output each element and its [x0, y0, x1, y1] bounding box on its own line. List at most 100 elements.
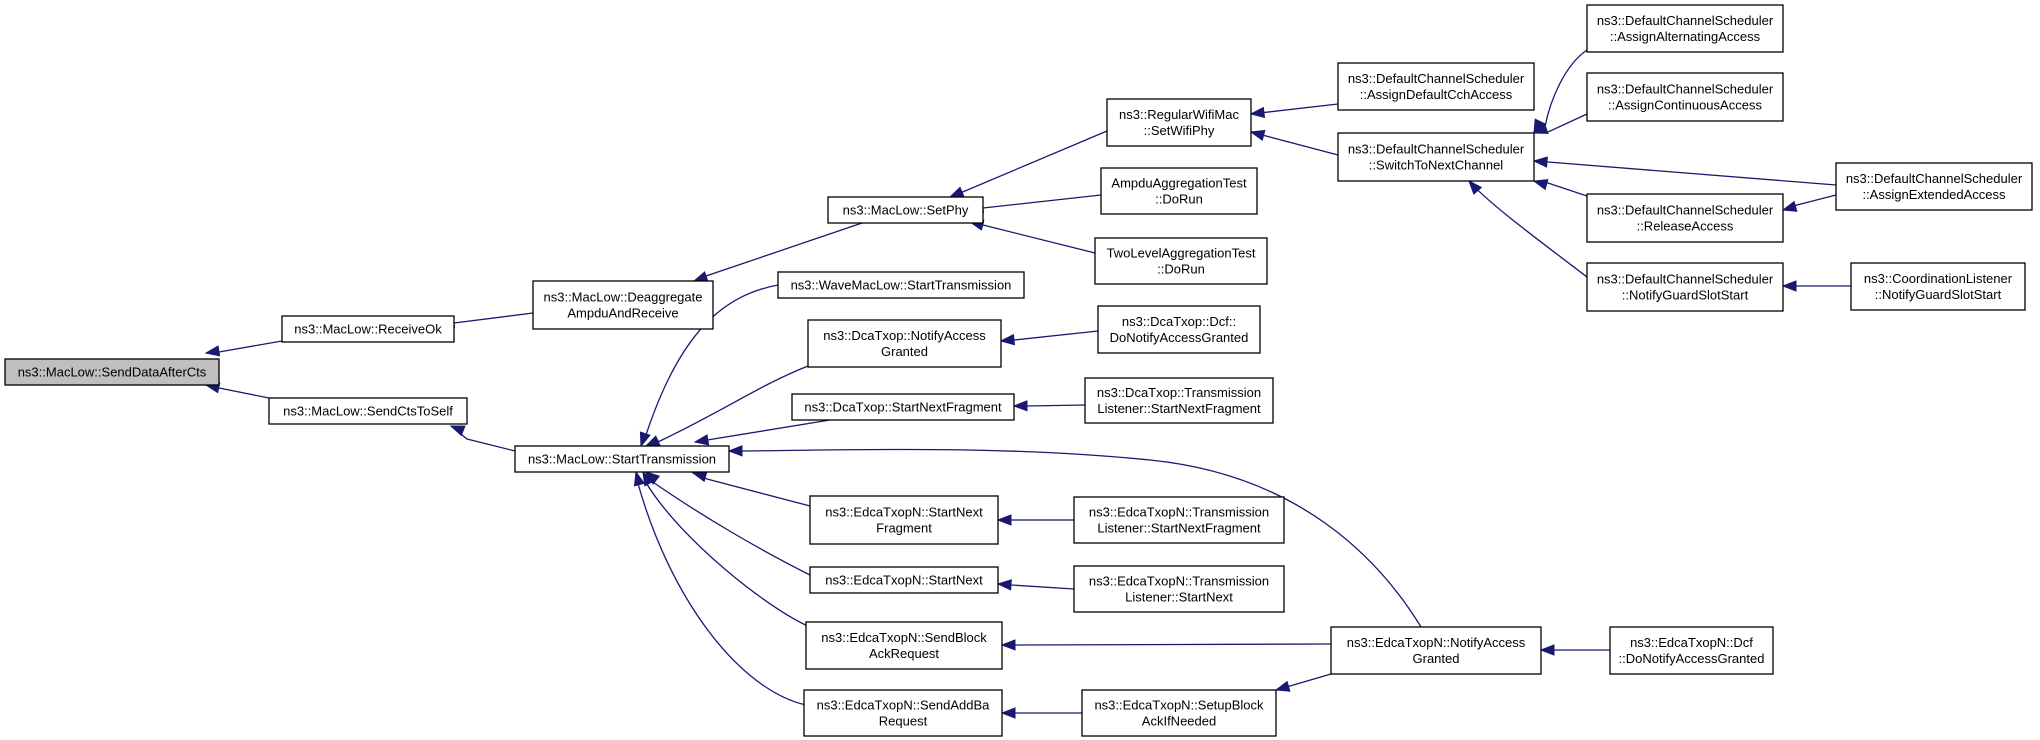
node-label-line: ns3::EdcaTxopN::StartNext	[825, 505, 983, 520]
node-label-line: ns3::MacLow::ReceiveOk	[294, 322, 442, 337]
node-starttransmission[interactable]: ns3::MacLow::StartTransmission	[514, 445, 730, 473]
node-coordinationlistener[interactable]: ns3::CoordinationListener::NotifyGuardSl…	[1850, 262, 2026, 311]
edge-edcatlnextfragment-to-edcastartnextfragment	[633, 470, 807, 706]
edge-line	[645, 365, 809, 447]
node-label-line: ::AssignExtendedAccess	[1862, 187, 2006, 202]
node-box	[807, 319, 1002, 368]
node-edcastartnext[interactable]: ns3::EdcaTxopN::StartNext	[809, 566, 999, 594]
node-box	[1586, 72, 1784, 122]
node-box	[1586, 262, 1784, 312]
node-label-line: ns3::CoordinationListener	[1864, 271, 2013, 286]
edge-arrowhead	[1539, 644, 1555, 656]
node-label-line: ::AssignAlternatingAccess	[1610, 29, 1761, 44]
edge-arrowhead	[1532, 179, 1549, 191]
node-label-line: ns3::EdcaTxopN::SendAddBa	[817, 698, 990, 713]
node-switchtonext[interactable]: ns3::DefaultChannelScheduler::SwitchToNe…	[1337, 132, 1535, 182]
edge-line	[694, 419, 831, 443]
edge-arrowhead	[1781, 200, 1798, 212]
edge-arrowhead	[642, 470, 655, 487]
node-box	[1337, 132, 1535, 182]
node-label-line: ns3::EdcaTxopN::Dcf	[1630, 635, 1753, 650]
edge-line	[949, 130, 1108, 198]
edge-arrowhead	[691, 471, 708, 483]
node-assigncontinuous[interactable]: ns3::DefaultChannelScheduler::AssignCont…	[1586, 72, 1784, 122]
node-dcatransmissionlistener[interactable]: ns3::DcaTxop::TransmissionListener::Star…	[1084, 377, 1274, 424]
node-box	[803, 689, 1003, 737]
node-label-line: Granted	[1413, 651, 1460, 666]
node-box	[777, 271, 1025, 299]
node-box	[1073, 565, 1285, 613]
edge-ampdutest-to-setphy	[968, 194, 1102, 214]
node-label-line: ::AssignContinuousAccess	[1608, 98, 1762, 113]
edge-dcadonotify-to-dcanotifyaccess	[996, 579, 1075, 591]
edge-arrowhead	[948, 186, 965, 198]
node-dcadonotify[interactable]: ns3::DcaTxop::Dcf::DoNotifyAccessGranted	[1097, 305, 1261, 354]
node-receiveok[interactable]: ns3::MacLow::ReceiveOk	[281, 315, 455, 343]
node-label-line: Listener::StartNext	[1125, 590, 1233, 605]
node-ampdutest[interactable]: AmpduAggregationTest::DoRun	[1100, 167, 1258, 215]
edge-assignextended-to-releaseaccess	[1781, 194, 1837, 212]
edge-line	[642, 471, 811, 628]
node-twoleveltest[interactable]: TwoLevelAggregationTest::DoRun	[1094, 237, 1268, 285]
node-label-line: ::NotifyGuardSlotStart	[1875, 287, 2002, 302]
node-label-line: ns3::MacLow::SendCtsToSelf	[283, 404, 453, 419]
edge-arrowhead	[639, 431, 651, 448]
node-edcastartnextfragment[interactable]: ns3::EdcaTxopN::StartNextFragment	[809, 495, 999, 545]
node-box	[532, 280, 714, 330]
node-label-line: ns3::EdcaTxopN::SendBlock	[821, 630, 987, 645]
node-setphy[interactable]: ns3::MacLow::SetPhy	[827, 196, 984, 224]
node-label-line: AckRequest	[869, 646, 939, 661]
edge-edcasetupblockack-to-edcasendaddba	[1000, 707, 1082, 719]
node-box	[1330, 626, 1542, 675]
node-edcatlstartnext[interactable]: ns3::EdcaTxopN::TransmissionListener::St…	[1073, 565, 1285, 613]
edge-line	[1533, 160, 1837, 186]
node-regularsetwifiphy[interactable]: ns3::RegularWifiMac::SetWifiPhy	[1106, 98, 1252, 147]
node-box	[809, 566, 999, 594]
node-box	[791, 393, 1015, 421]
edge-edcadcfdonotify-to-edcanotifyaccess	[1539, 644, 1610, 656]
node-edcanotifyaccess[interactable]: ns3::EdcaTxopN::NotifyAccessGranted	[1330, 626, 1542, 675]
node-box	[1097, 305, 1261, 354]
node-box	[1084, 377, 1274, 424]
node-box	[268, 397, 468, 425]
edge-receiveok-to-root	[204, 340, 283, 357]
edge-arrowhead	[204, 345, 221, 357]
node-box	[281, 315, 455, 343]
node-wavestarttransmission[interactable]: ns3::WaveMacLow::StartTransmission	[777, 271, 1025, 299]
edge-arrowhead	[1000, 707, 1016, 719]
node-label-line: Fragment	[876, 521, 932, 536]
edge-line	[1250, 131, 1339, 156]
node-label-line: ns3::DcaTxop::Transmission	[1097, 385, 1261, 400]
node-label-line: ns3::EdcaTxopN::Transmission	[1089, 505, 1269, 520]
node-box	[1835, 162, 2033, 211]
node-label-line: AmpduAggregationTest	[1111, 176, 1247, 191]
edge-edcatlstartnext-to-edcastartnext	[727, 445, 1422, 628]
node-releaseaccess[interactable]: ns3::DefaultChannelScheduler::ReleaseAcc…	[1586, 193, 1784, 243]
edge-arrowhead	[996, 579, 1012, 591]
node-sendctstoself[interactable]: ns3::MacLow::SendCtsToSelf	[268, 397, 468, 425]
node-label-line: ::NotifyGuardSlotStart	[1622, 288, 1749, 303]
node-edcatlnextfragment[interactable]: ns3::EdcaTxopN::TransmissionListener::St…	[1073, 496, 1285, 544]
node-label-line: TwoLevelAggregationTest	[1107, 246, 1256, 261]
node-label-line: ::SetWifiPhy	[1144, 123, 1215, 138]
node-dcanotifyaccess[interactable]: ns3::DcaTxop::NotifyAccessGranted	[807, 319, 1002, 368]
node-notifyguardslot[interactable]: ns3::DefaultChannelScheduler::NotifyGuar…	[1586, 262, 1784, 312]
node-dcastartnextfragment[interactable]: ns3::DcaTxop::StartNextFragment	[791, 393, 1015, 421]
edge-edcastartnext-to-starttransmission	[1012, 400, 1086, 412]
node-assignextended[interactable]: ns3::DefaultChannelScheduler::AssignExte…	[1835, 162, 2033, 211]
edge-coordinationlistener-to-notifyguardslot	[1781, 280, 1851, 292]
node-label-line: ns3::DcaTxop::NotifyAccess	[823, 328, 986, 343]
node-box	[1609, 626, 1774, 675]
node-assignalternating[interactable]: ns3::DefaultChannelScheduler::AssignAlte…	[1586, 4, 1784, 53]
node-edcadcfdonotify[interactable]: ns3::EdcaTxopN::Dcf::DoNotifyAccessGrant…	[1609, 626, 1774, 675]
edge-arrowhead	[1532, 156, 1548, 168]
edge-line	[635, 471, 807, 706]
edge-line	[1000, 330, 1099, 342]
edge-line	[1533, 49, 1588, 134]
node-assigndefaultcch[interactable]: ns3::DefaultChannelScheduler::AssignDefa…	[1337, 62, 1535, 111]
node-label-line: ns3::DefaultChannelScheduler	[1348, 142, 1525, 157]
